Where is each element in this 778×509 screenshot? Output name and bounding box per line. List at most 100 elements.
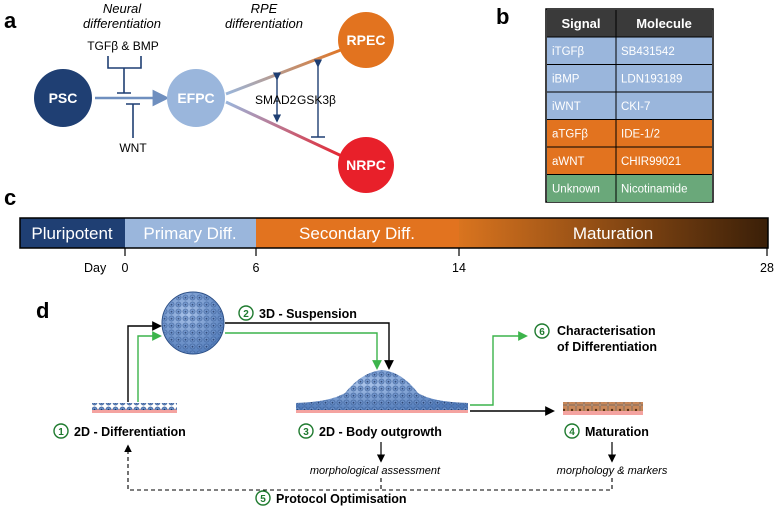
step1-badge <box>53 423 69 439</box>
nrpc-node-label: NRPC <box>346 157 386 173</box>
stage-secondary-label: Secondary Diff. <box>299 224 415 243</box>
stage-primary-diff <box>125 218 256 248</box>
gsk3b-inhibitor <box>311 66 325 138</box>
tick-day-28: 28 <box>760 261 774 275</box>
neural-label-line2: differentiation <box>83 16 161 31</box>
step2-to-step3-arrow-green <box>225 332 382 370</box>
wnt-label: WNT <box>119 141 147 155</box>
step1-to-step2-arrow-black <box>127 321 162 402</box>
monolayer-2d <box>92 403 177 413</box>
table-cell-molecule: LDN193189 <box>621 74 682 86</box>
body-outgrowth <box>296 370 468 413</box>
step5-label: Protocol Optimisation <box>276 492 407 506</box>
table-cell-signal: iTGFβ <box>552 46 585 58</box>
efpc-node-label: EFPC <box>177 90 214 106</box>
stage-pluripotent-label: Pluripotent <box>31 224 113 243</box>
table-row <box>547 119 712 147</box>
panel-a-letter: a <box>4 8 17 33</box>
tick-day-0: 0 <box>122 261 129 275</box>
optimisation-loop-right <box>381 478 613 491</box>
table-cell-signal: Unknown <box>552 184 600 196</box>
table-row <box>547 64 712 92</box>
table-cell-signal: aWNT <box>552 156 585 168</box>
table-cell-molecule: SB431542 <box>621 46 675 58</box>
header-signal: Signal <box>561 16 600 31</box>
step5-badge <box>255 490 271 506</box>
table-row <box>547 147 712 175</box>
step2-number: 2 <box>243 309 249 320</box>
tick-day-14: 14 <box>452 261 466 275</box>
nrpc-node <box>338 137 394 193</box>
step4-label: Maturation <box>585 425 649 439</box>
step3-number: 3 <box>303 427 309 438</box>
table-header-bg <box>547 10 712 37</box>
efpc-to-rpec-path <box>225 46 347 96</box>
step3-label: 2D - Body outgrowth <box>319 425 442 439</box>
matured-layer <box>563 402 643 415</box>
rpec-node-label: RPEC <box>347 32 386 48</box>
panel-b: b Signal Molecule iTGFβ SB431542 iBMP LDN19… <box>496 4 714 203</box>
panel-d-letter: d <box>36 298 49 323</box>
rpe-label-line1: RPE <box>251 1 278 16</box>
table-cell-signal: iWNT <box>552 101 581 113</box>
neural-label-line1: Neural <box>103 1 142 16</box>
table-cell-molecule: Nicotinamide <box>621 184 687 196</box>
panel-d: d 1 2D - Differentiation 2 3D - Suspensi… <box>36 291 668 506</box>
step6-number: 6 <box>539 327 545 338</box>
day-label: Day <box>84 261 107 275</box>
stage-secondary-diff <box>256 218 459 248</box>
table-row <box>547 37 712 65</box>
table-row <box>547 92 712 120</box>
tgfb-bmp-label: TGFβ & BMP <box>87 39 159 53</box>
step1-number: 1 <box>58 427 64 438</box>
step4-badge <box>564 423 580 439</box>
stage-primary-label: Primary Diff. <box>143 224 236 243</box>
timeline-bar: Pluripotent Primary Diff. Secondary Diff… <box>19 217 769 249</box>
step4-number: 4 <box>569 427 575 438</box>
table-cell-signal: aTGFβ <box>552 129 588 141</box>
table-cell-molecule: CKI-7 <box>621 101 650 113</box>
morph-markers-label: morphology & markers <box>557 465 668 477</box>
suspension-sphere <box>161 291 225 355</box>
psc-node <box>34 69 92 127</box>
optimisation-loop-left <box>124 444 382 491</box>
step2-badge <box>238 305 254 321</box>
header-molecule: Molecule <box>636 16 692 31</box>
tgfb-bmp-inhibitor <box>107 56 142 94</box>
panel-c-letter: c <box>4 185 16 210</box>
gsk3b-label: GSK3β <box>297 93 336 107</box>
panel-c: c Pluripotent Primary Diff. Secondary Di… <box>4 185 774 275</box>
rpe-label-line2: differentiation <box>225 16 303 31</box>
panel-a: a Neural differentiation RPE differentia… <box>4 1 394 193</box>
step6-badge <box>534 323 550 339</box>
stage-pluripotent <box>20 218 125 248</box>
tick-day-6: 6 <box>253 261 260 275</box>
step6-label-line1: Characterisation <box>557 324 656 338</box>
smad2-label: SMAD2 <box>255 93 297 107</box>
table-rows: iTGFβ SB431542 iBMP LDN193189 iWNT CKI-7 aTGFβ… <box>547 36 712 202</box>
timeline-ticks: Day 0 6 14 28 <box>84 248 774 275</box>
step6-label-line2: of Differentiation <box>557 340 657 354</box>
step1-label: 2D - Differentiation <box>74 425 186 439</box>
signal-molecule-table: Signal Molecule iTGFβ SB431542 iBMP LDN1931… <box>545 8 714 203</box>
panel-b-letter: b <box>496 4 509 29</box>
efpc-node <box>167 69 225 127</box>
table-cell-molecule: IDE-1/2 <box>621 129 660 141</box>
step2-label: 3D - Suspension <box>259 307 357 321</box>
morph-assessment-label: morphological assessment <box>310 465 441 477</box>
step3-to-step6-arrow <box>470 331 528 406</box>
step3-badge <box>298 423 314 439</box>
stage-maturation <box>459 218 768 248</box>
step5-number: 5 <box>260 494 266 505</box>
step1-to-step2-arrow-green <box>137 331 162 402</box>
table-row <box>547 174 712 202</box>
efpc-to-nrpc-path <box>225 100 347 160</box>
table-cell-signal: iBMP <box>552 74 580 86</box>
table-cell-molecule: CHIR99021 <box>621 156 681 168</box>
psc-node-label: PSC <box>49 90 78 106</box>
step2-to-step3-arrow-black <box>225 322 394 370</box>
rpec-node <box>338 12 394 68</box>
stage-maturation-label: Maturation <box>573 224 653 243</box>
wnt-inhibitor <box>126 103 140 138</box>
